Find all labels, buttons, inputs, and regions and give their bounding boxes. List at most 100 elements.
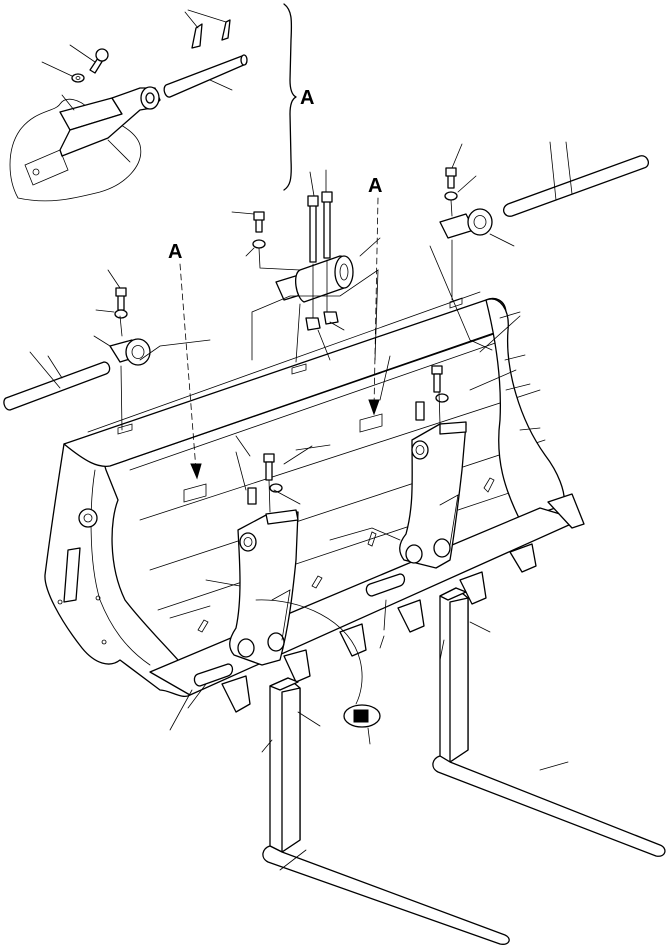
right-fork-pin bbox=[365, 573, 406, 597]
fork-left-blade bbox=[262, 845, 510, 945]
detail-lock-pin-2 bbox=[221, 19, 231, 41]
callout-a-left-arrowhead bbox=[190, 463, 202, 480]
carrier-left-upper-eye-hole bbox=[243, 537, 253, 547]
decal-leader-arc bbox=[255, 599, 363, 705]
center-small-bolt bbox=[253, 211, 265, 233]
carrier-left-bolt-shank bbox=[265, 461, 273, 481]
fork-carrier-right bbox=[399, 421, 467, 569]
bucket-left-side-plate bbox=[44, 441, 191, 697]
fork-left-hook bbox=[269, 677, 299, 691]
decal-mark bbox=[353, 709, 369, 723]
carrier-right-body bbox=[399, 423, 467, 569]
right-pivot-pin bbox=[502, 155, 650, 217]
right-top-bracket-eye-hole bbox=[473, 215, 487, 229]
detail-pivot-pin bbox=[163, 55, 248, 98]
detail-a-brace bbox=[283, 3, 297, 191]
detail-bolt-head bbox=[95, 48, 109, 62]
left-top-bracket-eye-hole bbox=[131, 345, 145, 359]
center-nut-2 bbox=[323, 311, 339, 325]
bucket-cutting-edge bbox=[149, 507, 581, 696]
detail-washer-hole bbox=[75, 76, 81, 80]
callout-a-center-arrowhead bbox=[368, 399, 380, 416]
tooth-5 bbox=[459, 571, 487, 605]
center-bolt-1 bbox=[307, 195, 319, 263]
carrier-right-upper-eye bbox=[411, 440, 429, 460]
fork-mount-mark-left bbox=[183, 483, 207, 503]
fork-mount-mark-right bbox=[359, 413, 383, 433]
carrier-right-bolt-head bbox=[431, 365, 443, 375]
tooth-1 bbox=[221, 675, 251, 713]
detail-a-inset: A bbox=[9, 3, 314, 202]
left-top-bracket-eye bbox=[125, 338, 151, 366]
detail-washer bbox=[71, 73, 85, 83]
bucket-cotter-pins bbox=[197, 477, 495, 633]
bucket-back-lines bbox=[129, 339, 549, 611]
tooth-7 bbox=[547, 493, 585, 529]
tooth-4 bbox=[397, 599, 425, 633]
fork-right-hook bbox=[439, 587, 467, 601]
right-top-bracket bbox=[439, 155, 650, 239]
tooth-6 bbox=[509, 543, 537, 573]
bucket-side-holes bbox=[57, 595, 107, 645]
bucket-top-rail-lugs bbox=[117, 297, 463, 435]
carrier-left-grease-nipple bbox=[247, 487, 257, 505]
callout-a-center-label: A bbox=[368, 175, 382, 197]
detail-lock-pin bbox=[191, 23, 203, 49]
carrier-left-upper-eye bbox=[239, 532, 257, 552]
fork-tine-left bbox=[262, 677, 510, 945]
callout-a-left-arrow-shaft bbox=[179, 263, 197, 471]
fork-carrier-left bbox=[229, 509, 299, 666]
detail-slot bbox=[24, 149, 69, 186]
fork-left-upright-face bbox=[281, 687, 301, 853]
callout-a-center: A bbox=[368, 175, 382, 416]
left-pivot-pin bbox=[3, 361, 111, 411]
left-top-washer bbox=[114, 309, 128, 319]
left-fork-pin bbox=[193, 663, 234, 687]
callout-a-left-label: A bbox=[168, 241, 182, 263]
bucket-teeth bbox=[221, 493, 585, 713]
carrier-left-lower-eye bbox=[237, 638, 255, 658]
center-bolt-2 bbox=[321, 191, 333, 259]
center-sleeve-hole bbox=[339, 263, 349, 281]
carrier-right-bolt-shank bbox=[433, 373, 441, 393]
bucket-side-boss-hole bbox=[83, 513, 93, 523]
bucket-side-inner-line bbox=[90, 469, 151, 666]
tooth-2 bbox=[283, 649, 311, 683]
carrier-right-lower-eye-2 bbox=[433, 538, 451, 558]
leader-lines bbox=[29, 141, 573, 871]
carrier-right-grease-nipple bbox=[415, 401, 425, 421]
assembly-lines bbox=[119, 199, 493, 513]
center-top-bracket bbox=[252, 191, 354, 331]
carrier-right-upper-eye-hole bbox=[415, 445, 425, 455]
decal-plate bbox=[255, 599, 381, 728]
left-top-bolt bbox=[115, 287, 127, 311]
carrier-left-top bbox=[265, 509, 299, 525]
left-top-bracket bbox=[3, 287, 151, 411]
bucket-side-slot bbox=[63, 547, 81, 603]
center-sleeve-end bbox=[334, 255, 354, 289]
tooth-3 bbox=[339, 623, 367, 657]
bucket-right-end-ribs bbox=[499, 311, 541, 431]
right-top-bolt bbox=[445, 167, 457, 189]
detail-leader-lines bbox=[41, 9, 233, 163]
bucket-side-boss bbox=[78, 508, 98, 528]
carrier-left-gusset bbox=[271, 589, 291, 641]
detail-a-label: A bbox=[300, 87, 314, 109]
carrier-left-lower-eye-2 bbox=[267, 632, 285, 652]
right-top-bracket-eye bbox=[467, 208, 493, 236]
carrier-right-lower-eye bbox=[405, 544, 423, 564]
callout-a-center-arrow-shaft bbox=[373, 197, 379, 409]
carrier-left-washer bbox=[269, 483, 283, 493]
bucket-right-end bbox=[485, 298, 565, 521]
center-nut-1 bbox=[305, 317, 321, 331]
fork-tine-right bbox=[432, 587, 666, 857]
callout-a-left: A bbox=[168, 241, 202, 480]
fork-right-blade bbox=[432, 755, 666, 857]
carrier-right-washer bbox=[435, 393, 449, 403]
carrier-right-gusset bbox=[439, 494, 459, 546]
bucket-top-rail-edge bbox=[87, 291, 501, 467]
carrier-left-bolt-head bbox=[263, 453, 275, 463]
carrier-right-top bbox=[439, 421, 467, 435]
detail-bracket-eye-hole bbox=[145, 92, 155, 104]
